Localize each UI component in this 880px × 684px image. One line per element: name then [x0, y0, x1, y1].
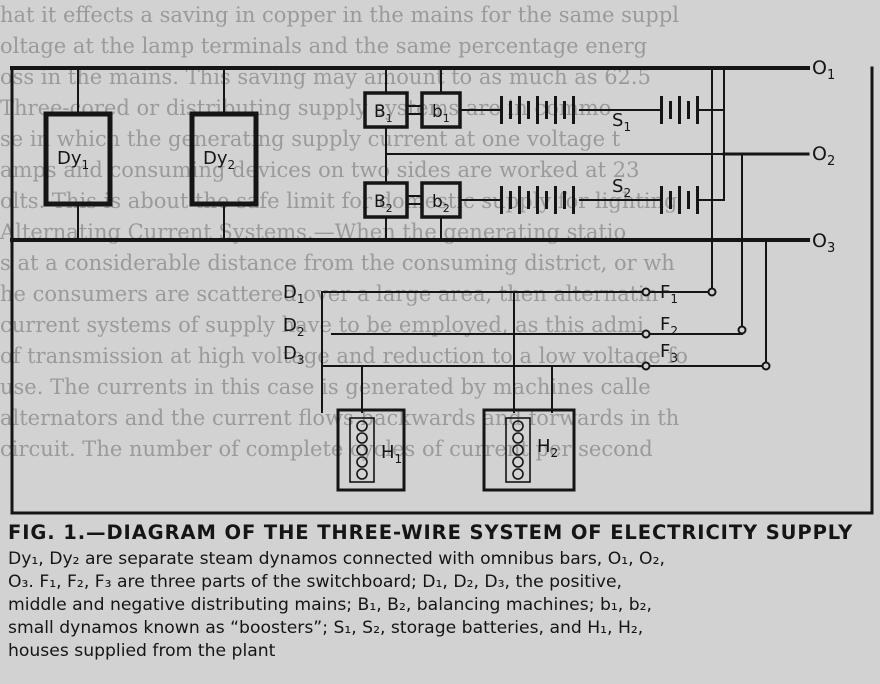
battery-cell-s1: [518, 96, 521, 124]
label-h2: H2: [537, 436, 558, 460]
battery-cell-s1: [536, 96, 539, 124]
label-o3: O3: [812, 230, 835, 256]
label-f2: F2: [660, 314, 678, 338]
background-text-line: oltage at the lamp terminals and the sam…: [0, 34, 648, 58]
house-h2: [482, 408, 576, 492]
battery-cell-s2: [696, 186, 699, 214]
label-dy2: Dy2: [203, 148, 235, 172]
background-text-line: se in which the generating supply curren…: [0, 127, 621, 151]
battery-cell-s1: [527, 101, 530, 119]
battery-cell-s1: [669, 101, 672, 119]
lamp-coil-h2: [512, 432, 524, 444]
caption-line: houses supplied from the plant: [8, 641, 276, 661]
battery-cell-s2: [527, 191, 530, 209]
battery-cell-s1: [563, 101, 566, 119]
label-f1: F1: [660, 282, 678, 306]
frame-border: [10, 66, 874, 515]
battery-cell-s2: [687, 191, 690, 209]
lamp-coil-h1: [356, 468, 368, 480]
switch-contact: [707, 287, 717, 297]
background-text-line: amps and consuming devices on two sides …: [0, 158, 640, 182]
switch-contact: [737, 325, 747, 335]
lamp-coil-h1-frame: [349, 417, 375, 483]
battery-cell-s1: [687, 101, 690, 119]
label-f3: F3: [660, 341, 678, 365]
battery-cell-s2: [554, 186, 557, 214]
lamp-coil-h2-frame: [505, 417, 531, 483]
battery-cell-s2: [660, 186, 663, 214]
caption-line: middle and negative distributing mains; …: [8, 595, 652, 615]
battery-cell-s2: [572, 186, 575, 214]
lamp-coil-h1: [356, 420, 368, 432]
label-d2: D2: [283, 315, 305, 339]
battery-cell-s2: [563, 191, 566, 209]
house-h1: [336, 408, 406, 492]
label-booster-b2: b2: [432, 192, 450, 215]
battery-cell-s2: [518, 186, 521, 214]
lamp-coil-h2: [512, 456, 524, 468]
label-booster-b1: b1: [432, 102, 450, 125]
three-wire-diagram: O1 O2 O3 Dy1 Dy2 B1 B2 b1 b2 S1 S2 D1 D2…: [10, 57, 874, 515]
battery-cell-s1: [678, 96, 681, 124]
background-text-line: he consumers are scattered over a large …: [0, 282, 659, 306]
battery-cell-s2: [678, 186, 681, 214]
battery-cell-s1: [545, 101, 548, 119]
battery-cell-s2: [669, 191, 672, 209]
battery-cell-s1: [509, 101, 512, 119]
label-s2: S2: [612, 176, 631, 200]
label-d3: D3: [283, 343, 305, 367]
lamp-coil-h2: [512, 420, 524, 432]
label-h1: H1: [381, 442, 402, 466]
label-o2: O2: [812, 143, 835, 169]
lamp-coil-h1: [356, 432, 368, 444]
dynamo-dy1: [43, 111, 113, 207]
background-text-line: of transmission at high voltage and redu…: [0, 344, 688, 368]
caption-line: O₃. F₁, F₂, F₃ are three parts of the sw…: [8, 572, 623, 592]
label-d1: D1: [283, 282, 305, 306]
lamp-coil-h2: [512, 444, 524, 456]
background-text-line: hat it effects a saving in copper in the…: [0, 3, 680, 27]
switch-contact: [641, 361, 651, 371]
battery-cell-s2: [509, 191, 512, 209]
battery-cell-s1: [572, 96, 575, 124]
caption-line: Dy₁, Dy₂ are separate steam dynamos conn…: [8, 549, 665, 569]
battery-cell-s1: [696, 96, 699, 124]
switch-contact: [641, 287, 651, 297]
background-text-line: circuit. The number of complete cycles o…: [0, 437, 653, 461]
label-dy1: Dy1: [57, 148, 89, 172]
dynamo-dy2: [189, 111, 259, 207]
label-o1: O1: [812, 57, 835, 83]
battery-cell-s2: [545, 191, 548, 209]
background-text-line: use. The currents in this case is genera…: [0, 375, 651, 399]
caption-title: FIG. 1.—DIAGRAM OF THE THREE-WIRE SYSTEM…: [8, 521, 854, 544]
figure-caption: FIG. 1.—DIAGRAM OF THE THREE-WIRE SYSTEM…: [8, 520, 874, 663]
label-b1: B1: [374, 102, 393, 125]
caption-body: Dy₁, Dy₂ are separate steam dynamos conn…: [8, 548, 874, 663]
battery-cell-s1: [500, 96, 503, 124]
battery-cell-s1: [660, 96, 663, 124]
lamp-coil-h1: [356, 444, 368, 456]
label-s1: S1: [612, 110, 631, 134]
switch-contact: [761, 361, 771, 371]
lamp-coil-h1: [356, 456, 368, 468]
switch-contact: [641, 329, 651, 339]
battery-cell-s2: [500, 186, 503, 214]
background-text-line: s at a considerable distance from the co…: [0, 251, 675, 275]
battery-cell-s2: [536, 186, 539, 214]
caption-line: small dynamos known as “boosters”; S₁, S…: [8, 618, 644, 638]
label-b2: B2: [374, 192, 393, 215]
lamp-coil-h2: [512, 468, 524, 480]
battery-cell-s1: [554, 96, 557, 124]
